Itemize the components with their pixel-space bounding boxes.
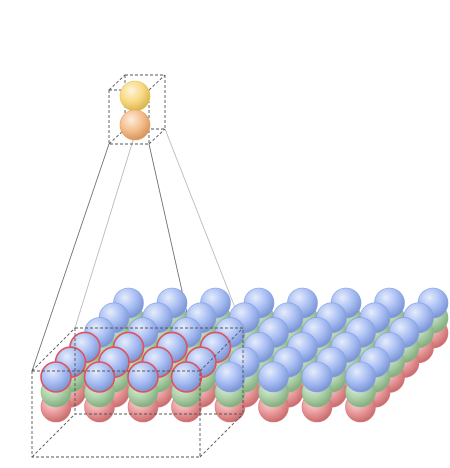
lattice-box-edge — [199, 327, 244, 372]
lattice-box-front-face — [31, 370, 201, 458]
unit-cell-bottom-atom — [119, 109, 151, 141]
atom-l0-r0-c7 — [345, 361, 376, 393]
unit-cell — [108, 74, 166, 145]
lattice-box-edge — [31, 327, 76, 372]
dashed-boxes — [31, 327, 244, 458]
connector-line — [31, 143, 110, 372]
atom-l0-r0-c5 — [258, 361, 289, 393]
atom-l0-r0-c3 — [170, 361, 203, 393]
atom-l0-r0-c0 — [40, 361, 72, 393]
lattice-box-edge — [199, 413, 244, 458]
connector-line — [164, 128, 244, 329]
unit-cell-box-edge — [108, 128, 126, 145]
unit-cell-box-edge — [148, 128, 166, 145]
atom-l0-r0-c2 — [127, 361, 159, 393]
atom-l0-r0-c4 — [214, 361, 246, 393]
atom-l0-r0-c6 — [301, 361, 333, 393]
unit-cell-box-edge — [148, 74, 166, 91]
lattice-box-edge — [31, 413, 76, 458]
unit-cell-box-edge — [108, 74, 126, 91]
connector-line — [74, 133, 136, 329]
atom-l0-r0-c1 — [83, 361, 116, 393]
lattice-atoms — [40, 287, 449, 423]
unit-cell-top-atom — [119, 80, 151, 112]
